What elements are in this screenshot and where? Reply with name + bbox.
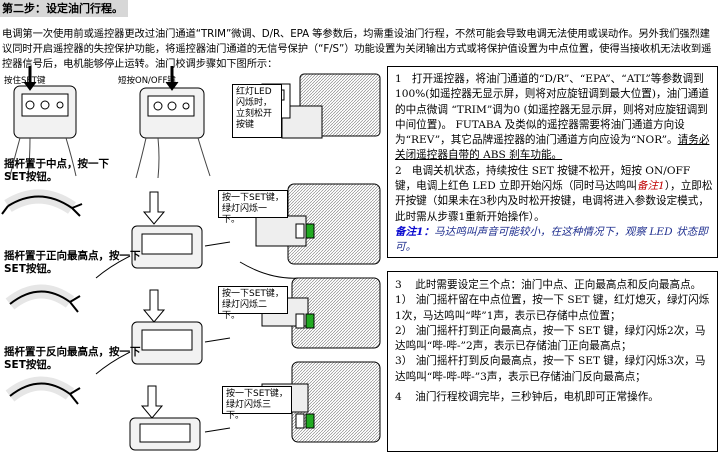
step-1-text: 打开遥控器，将油门通道的“D/R”、“EPA”、“ATL”等参数调到100%(如… (395, 73, 709, 147)
step-full-brake-caption: 摇杆置于反向最高点，按一下SET按钮。 (4, 346, 141, 371)
note-paragraph: 备注1：马达鸣叫声音可能较小，在这种情况下，观察 LED 状态即可。 (395, 225, 713, 256)
instruction-box-1: 1 打开遥控器，将油门通道的“D/R”、“EPA”、“ATL”等参数调到100%… (387, 66, 718, 258)
throttle-stick-full-icon (5, 284, 81, 313)
substep-3-number: 3） (395, 355, 413, 368)
note-text: 马达鸣叫声音可能较小，在这种情况下，观察 LED 状态即可。 (395, 225, 708, 254)
substep-1-text: 油门摇杆留在中点位置，按一下 SET 键，红灯熄灭，绿灯闪烁1次，马达鸣叫“哔”… (395, 294, 710, 322)
esc-small-right (135, 66, 211, 179)
led-indicators (295, 223, 315, 429)
substep-1: 1） 油门摇杆留在中点位置，按一下 SET 键，红灯熄灭，绿灯闪烁1次，马达鸣叫… (395, 293, 713, 324)
step-4-number: 4 (395, 391, 402, 404)
abs-warning: 请务必关闭遥控器自带的 ABS 刹车功能。 (395, 134, 710, 162)
substep-1-number: 1） (395, 294, 413, 307)
intro-paragraph: 电调第一次使用前或遥控器更改过油门通道“TRIM”微调、D/R、EPA 等参数后… (2, 28, 712, 70)
callout-release: 红灯LED闪烁时，立刻松开按键 (232, 84, 282, 138)
press-set-label: 按住SET键 (4, 76, 46, 86)
esc-step-boards (95, 225, 231, 451)
note-reference: 备注1 (636, 180, 665, 193)
throttle-stick-brake-icon (5, 376, 81, 405)
step-1-paragraph: 1 打开遥控器，将油门通道的“D/R”、“EPA”、“ATL”等参数调到100%… (395, 72, 713, 164)
step-neutral-caption: 摇杆置于中点，按一下SET按钮。 (4, 158, 109, 183)
step-4-text: 油门行程校调完毕，三秒钟后，电机即可正常操作。 (415, 391, 659, 404)
note-label: 备注1： (395, 225, 435, 238)
step-3-paragraph: 3 此时需要设定三个点：油门中点、正向最高点和反向最高点。 (395, 278, 713, 293)
step-full-throttle-caption: 摇杆置于正向最高点，按一下SET按钮。 (4, 250, 141, 275)
substep-2-number: 2） (395, 324, 413, 337)
step-3-text: 此时需要设定三个点：油门中点、正向最高点和反向最高点。 (415, 279, 702, 291)
press-arrows (140, 191, 166, 419)
instruction-box-2: 3 此时需要设定三个点：油门中点、正向最高点和反向最高点。 1） 油门摇杆留在中… (387, 271, 718, 452)
step-2-number: 2 (395, 164, 402, 177)
step-4-paragraph: 4 油门行程校调完毕，三秒钟后，电机即可正常操作。 (395, 390, 713, 405)
substep-3: 3） 油门摇杆打到反向最高点，按一下 SET 键，绿灯闪烁3次，马达鸣叫“哔-哔… (395, 354, 713, 385)
substep-2: 2） 油门摇杆打到正向最高点，按一下 SET 键，绿灯闪烁2次，马达鸣叫“哔-哔… (395, 324, 713, 355)
substep-2-text: 油门摇杆打到正向最高点，按一下 SET 键，绿灯闪烁2次，马达鸣叫“哔-哔-”2… (395, 324, 706, 353)
step-1-number: 1 (395, 73, 402, 85)
step-2-text: 电调关机状态，持续按住 SET 按键不松开，短按 ON/OFF 键，电调上红色 … (395, 164, 691, 193)
callout-full-brake: 按一下SET键，绿灯闪烁三下。 (222, 386, 292, 421)
throttle-calibration-figure: 按住SET键 短按ON/OFF键 红灯LED闪烁时，立刻松开按键 摇杆置于中点，… (0, 66, 385, 452)
short-press-label: 短按ON/OFF键 (118, 76, 176, 86)
step-2-paragraph: 2 电调关机状态，持续按住 SET 按键不松开，短按 ON/OFF 键，电调上红… (395, 164, 713, 225)
section-title: 第二步：设定油门行程。 (0, 0, 128, 17)
esc-small-left (9, 66, 77, 179)
callout-neutral: 按一下SET键，绿灯闪烁一下。 (218, 190, 288, 225)
callout-full-throttle: 按一下SET键，绿灯闪烁二下。 (218, 286, 288, 321)
step-2-text-cont: ），立即松开按键（如果未在3秒内及时松开按键，电调将进入参数设定模式，此时需从步… (395, 180, 713, 223)
step-3-number: 3 (395, 279, 402, 291)
throttle-stick-neutral-icon (1, 189, 83, 217)
substep-3-text: 油门摇杆打到反向最高点，按一下 SET 键，绿灯闪烁3次，马达鸣叫“哔-哔-哔-… (395, 355, 706, 383)
